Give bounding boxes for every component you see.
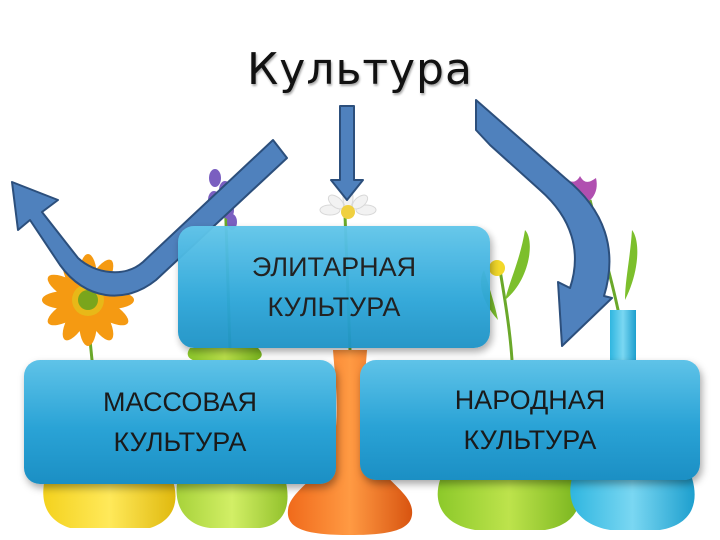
orange-vase	[287, 350, 413, 535]
lime-vase-left	[176, 478, 288, 528]
arrow-to-mass	[11, 139, 288, 297]
green-vase-left	[187, 348, 262, 362]
green-vase-right	[437, 480, 581, 530]
folk-culture-line1: НАРОДНАЯ	[454, 385, 606, 415]
elite-culture-line1: ЭЛИТАРНАЯ	[251, 252, 417, 282]
mass-culture-line1: МАССОВАЯ	[103, 387, 257, 417]
diagram-title: Культура	[247, 44, 473, 95]
cyan-vase	[610, 310, 636, 360]
cyan-vase-base	[570, 478, 695, 530]
arrow-to-elite	[330, 105, 364, 201]
arrow-to-folk	[475, 99, 613, 347]
mass-culture-box: МАССОВАЯ КУЛЬТУРА	[24, 360, 336, 484]
elite-culture-line2: КУЛЬТУРА	[267, 292, 401, 322]
mass-culture-line2: КУЛЬТУРА	[113, 427, 247, 457]
yellow-bud-icon	[489, 260, 505, 276]
folk-culture-box: НАРОДНАЯ КУЛЬТУРА	[360, 360, 700, 480]
elite-culture-box: ЭЛИТАРНАЯ КУЛЬТУРА	[178, 226, 490, 348]
folk-culture-line2: КУЛЬТУРА	[463, 425, 597, 455]
yellow-vase	[43, 478, 176, 528]
